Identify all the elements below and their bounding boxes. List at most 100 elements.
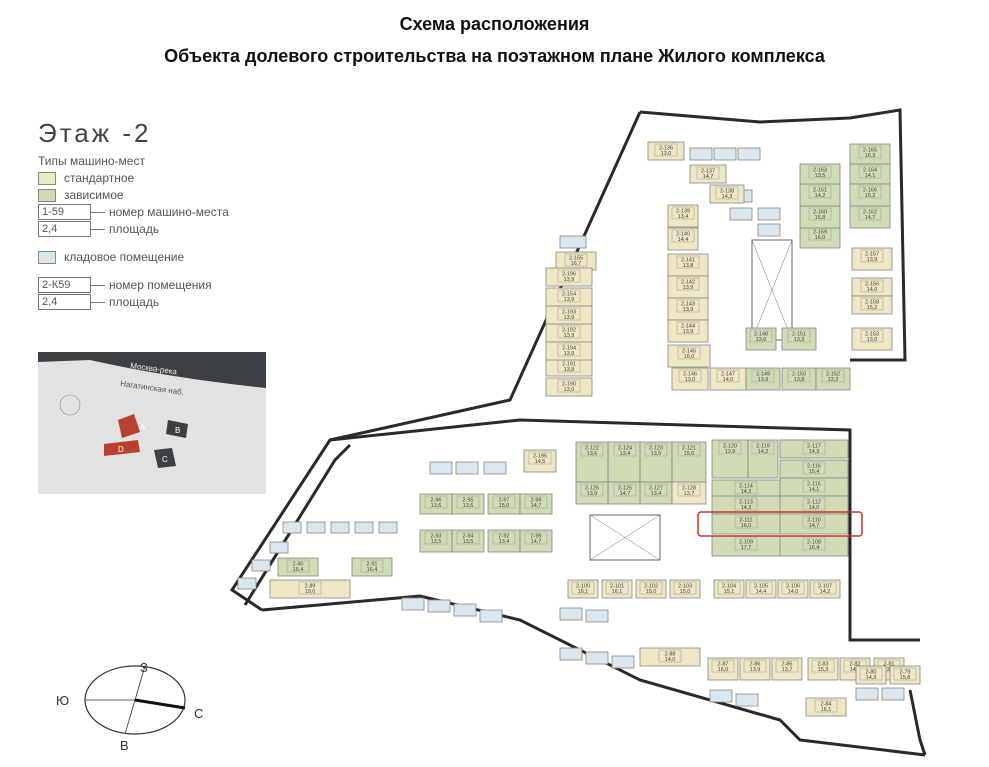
parking-space-area: 19,0: [305, 589, 316, 595]
parking-space-number: 2-112: [807, 500, 821, 506]
parking-space-rect: [851, 295, 893, 315]
parking-space-number: 2-113: [739, 500, 753, 506]
title-line-2: Объекта долевого строительства на поэтаж…: [164, 46, 825, 66]
parking-space-area: 15,8: [900, 675, 911, 681]
location-map: Москва-река Нагатинская наб. A B D C: [38, 352, 266, 494]
cores: [589, 239, 793, 561]
parking-space-rect: [815, 367, 851, 391]
parking-space-area: 16,0: [741, 523, 752, 529]
compass: З В Ю С: [56, 660, 203, 753]
legend-storage: кладовое помещение: [38, 249, 298, 265]
parking-space-area: 13,3: [828, 377, 839, 383]
parking-space-number: 2-98: [530, 498, 541, 504]
parking-space-rect: [277, 557, 319, 577]
parking-space-area: 13,9: [683, 285, 694, 291]
parking-space-number: 2-148: [754, 332, 768, 338]
parking-space-rect: [849, 183, 891, 207]
parking-space-area: 15,2: [865, 193, 876, 199]
parking-space-number: 2-100: [576, 584, 590, 590]
parking-space-area: 13,0: [661, 151, 672, 157]
legend-types-header: Типы машино-мест: [38, 154, 145, 168]
parking-space-number: 2-152: [826, 372, 840, 378]
parking-space-number: 2-193: [562, 310, 576, 316]
building-b: [166, 420, 188, 438]
parking-space-area: 14,0: [850, 667, 861, 673]
parking-space-area: 14,1: [865, 173, 876, 179]
parking-space-area: 13,3: [794, 337, 805, 343]
parking-space-number: 2-94: [462, 534, 473, 540]
parking-space-number: 2-157: [865, 252, 879, 258]
parking-space-number: 2-86: [749, 662, 760, 668]
parking-space-number: 2-87: [717, 662, 728, 668]
parking-space-area: 14,7: [703, 174, 714, 180]
parking-space-number: 2-144: [681, 324, 695, 330]
parking-space-area: 13,8: [683, 263, 694, 269]
building-a-label: A: [140, 423, 146, 432]
parking-space-area: 13,4: [651, 491, 662, 497]
parking-space-rect: [747, 439, 779, 479]
parking-space-area: 13,7: [782, 667, 793, 673]
parking-space-number: 2-160: [813, 210, 827, 216]
parking-space-number: 2-158: [865, 300, 879, 306]
parking-space-rect: [351, 557, 393, 577]
parking-space-number: 2-164: [863, 168, 877, 174]
parking-space-area: 13,9: [564, 297, 575, 303]
legend-dependent: зависимое: [38, 187, 298, 203]
parking-space-area: 15,0: [499, 503, 510, 509]
building-a: [118, 414, 140, 438]
parking-space-number: 2-82: [849, 662, 860, 668]
parking-space-rect: [667, 319, 709, 343]
floor-label: Этаж -2: [38, 118, 152, 148]
compass-west: Ю: [56, 693, 69, 708]
storage-rooms: [237, 147, 905, 707]
title-line-1: Схема расположения: [399, 14, 590, 34]
parking-space-area: 14,7: [531, 539, 542, 545]
highlighted-object-frame: [697, 511, 863, 537]
compass-north: З: [140, 660, 148, 675]
parking-space-area: 13,4: [678, 214, 689, 220]
parking-space-number: 2-110: [807, 518, 821, 524]
parking-space-number: 2-104: [722, 584, 736, 590]
parking-space-area: 14,0: [788, 589, 799, 595]
compass-south: В: [120, 738, 129, 753]
parking-space-number: 2-111: [739, 518, 752, 524]
parking-space-area: 16,0: [718, 667, 729, 673]
parking-space-rect: [667, 344, 711, 368]
parking-space-area: 13,4: [620, 451, 631, 457]
parking-space-number: 2-93: [430, 534, 441, 540]
parking-space-rect: [545, 267, 593, 287]
parking-space-number: 2-137: [701, 169, 715, 175]
parking-space-area: 13,7: [684, 491, 695, 497]
building-c: [154, 448, 176, 468]
parking-space-rect: [745, 327, 777, 351]
parking-space-rect: [777, 579, 809, 599]
parking-space-rect: [689, 164, 727, 184]
parking-space-number: 2-97: [498, 498, 509, 504]
